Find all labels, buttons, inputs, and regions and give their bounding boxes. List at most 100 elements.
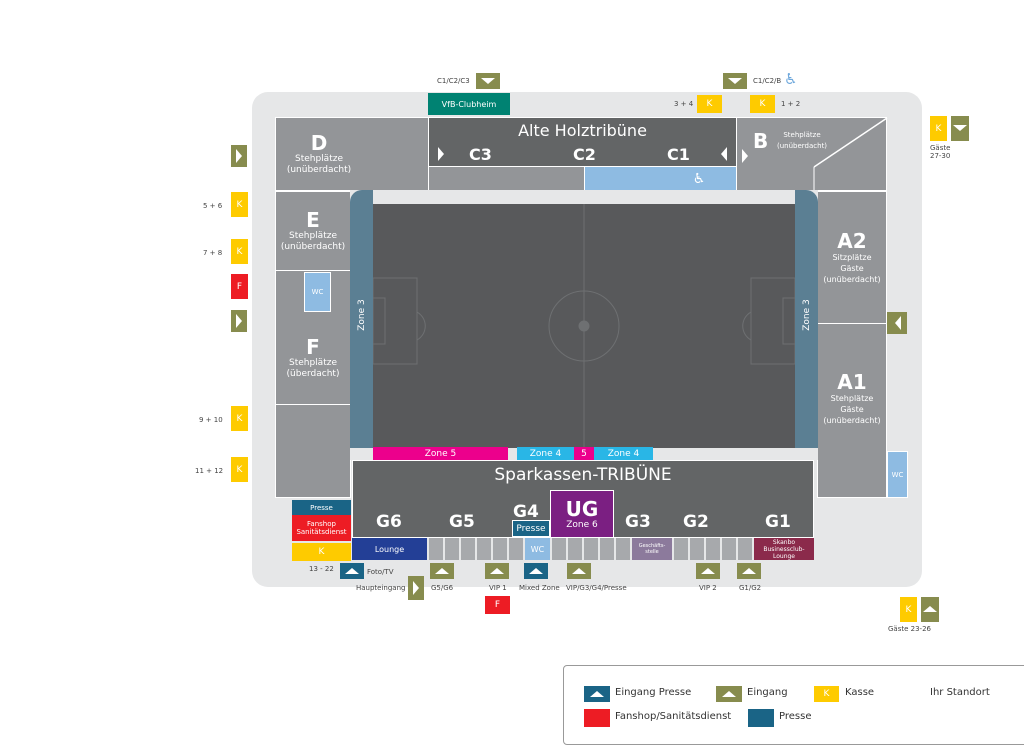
seating-block — [738, 538, 754, 560]
entrance-label-c1c2b: C1/C2/B — [753, 77, 782, 85]
block-g4[interactable]: G4 — [513, 502, 539, 522]
entrance-vip1[interactable] — [485, 563, 509, 579]
stand-type: Stehplätze — [294, 154, 343, 164]
kasse-13-22[interactable]: K — [292, 543, 351, 561]
seating-block — [477, 538, 493, 560]
entrance-c1c2b[interactable] — [723, 73, 747, 89]
stand-a2-bg — [817, 191, 887, 324]
stand-type: Stehplätze — [830, 393, 874, 403]
entrance-vip2[interactable] — [696, 563, 720, 579]
zone-3-left[interactable]: Zone 3 — [350, 190, 373, 448]
entrance-f[interactable] — [231, 310, 247, 332]
block-c2[interactable]: C2 — [573, 145, 596, 164]
block-g6[interactable]: G6 — [376, 512, 402, 532]
zone-5[interactable]: Zone 5 — [373, 447, 508, 460]
stand-type: Sitzplätze — [832, 253, 872, 262]
zone-label: Zone 3 — [357, 299, 367, 331]
seating-block — [584, 538, 600, 560]
ug-label: UG — [565, 497, 599, 521]
kasse-9-10[interactable]: K — [231, 406, 248, 431]
arrow-up-icon — [572, 568, 586, 574]
presse-left[interactable]: Presse — [292, 500, 351, 515]
seating-block — [674, 538, 690, 560]
entrance-haupteingang[interactable] — [408, 576, 424, 600]
legend-kasse: Kasse — [845, 687, 875, 698]
fanshop-f[interactable]: F — [231, 274, 248, 299]
block-c3[interactable]: C3 — [469, 145, 492, 164]
holz-lower-seating — [428, 166, 585, 191]
wc-left[interactable]: WC — [304, 272, 331, 312]
seating-block — [445, 538, 461, 560]
block-g2[interactable]: G2 — [683, 512, 709, 532]
stand-f-lower — [275, 404, 351, 498]
alte-holztribuene[interactable]: Alte Holztribüne C3 C2 C1 — [428, 117, 737, 167]
entrance-foto-tv[interactable] — [340, 563, 364, 579]
block-g3[interactable]: G3 — [625, 512, 651, 532]
wc-bottom[interactable]: WC — [525, 538, 552, 560]
zone-5-small[interactable]: 5 — [574, 447, 594, 460]
entrance-gaeste-27-30[interactable] — [951, 116, 969, 141]
entrance-label-vip2: VIP 2 — [699, 584, 717, 592]
kasse-11-12[interactable]: K — [231, 457, 248, 482]
legend-standort: Ihr Standort — [930, 687, 990, 698]
entrance-g5g6[interactable] — [430, 563, 454, 579]
seating-block — [493, 538, 509, 560]
kasse-3-4[interactable]: K — [697, 95, 722, 113]
wheelchair-icon: ♿ — [784, 70, 798, 88]
stand-letter: A1 — [837, 369, 867, 394]
legend-presse: Presse — [779, 711, 812, 722]
entrance-gaeste-23-26[interactable] — [921, 597, 939, 622]
geschaeftsstelle[interactable]: Geschäfts- stelle — [632, 538, 674, 560]
lounge[interactable]: Lounge — [352, 538, 429, 560]
entrance-label-vip1: VIP 1 — [489, 584, 507, 592]
stand-letter: F — [306, 334, 320, 359]
kasse-7-8[interactable]: K — [231, 239, 248, 264]
entrance-vip-g3-g4-presse[interactable] — [567, 563, 591, 579]
arrow-up-icon — [435, 568, 449, 574]
entrance-a[interactable] — [887, 312, 907, 334]
seating-block — [461, 538, 477, 560]
arrow-up-icon — [923, 606, 937, 612]
arrow-up-icon — [742, 568, 756, 574]
entrance-d[interactable] — [231, 145, 247, 167]
arrow-right-icon — [236, 314, 242, 328]
fanshop-f-bottom[interactable]: F — [485, 596, 510, 614]
wc-right[interactable]: WC — [887, 451, 908, 498]
arrow-down-icon — [728, 78, 742, 84]
kasse-gaeste-27-30[interactable]: K — [930, 116, 947, 141]
arrow-left-icon — [895, 316, 901, 330]
fanshop-sanitaetsdienst[interactable]: Fanshop Sanitätsdienst — [292, 515, 351, 541]
entrance-g1g2[interactable] — [737, 563, 761, 579]
gaeste-23-26-label: Gäste 23-26 — [888, 625, 931, 633]
zone-3-right[interactable]: Zone 3 — [795, 190, 818, 448]
block-g1[interactable]: G1 — [765, 512, 791, 532]
presse-g4[interactable]: Presse — [512, 520, 550, 537]
arrow-right-icon — [236, 149, 242, 163]
kasse-1-2[interactable]: K — [750, 95, 775, 113]
kasse-gaeste-23-26[interactable]: K — [900, 597, 917, 622]
block-g5[interactable]: G5 — [449, 512, 475, 532]
zone-label: Zone 3 — [802, 299, 812, 331]
stand-letter: A2 — [837, 229, 867, 253]
stand-b[interactable]: B Stehplätze(unüberdacht) — [736, 117, 888, 192]
kasse-5-6[interactable]: K — [231, 192, 248, 217]
stand-letter: B — [753, 129, 769, 153]
vfb-clubheim[interactable]: VfB-Clubheim — [428, 93, 510, 115]
entrance-c1c2c3[interactable] — [476, 73, 500, 89]
entrance-label-haupteingang: Haupteingang — [356, 584, 406, 592]
stand-roof: (unüberdacht) — [823, 415, 881, 425]
legend-presse-icon — [748, 709, 774, 727]
zone-4-b[interactable]: Zone 4 — [594, 447, 653, 460]
diagonal-divider — [813, 118, 888, 192]
block-c1[interactable]: C1 — [667, 145, 690, 164]
arrow-up-icon — [490, 568, 504, 574]
skanbo-lounge[interactable]: Skanbo Businessclub-Lounge — [754, 538, 814, 560]
entrance-mixed-zone[interactable] — [524, 563, 548, 579]
seating-block — [568, 538, 584, 560]
zone-4-a[interactable]: Zone 4 — [517, 447, 574, 460]
